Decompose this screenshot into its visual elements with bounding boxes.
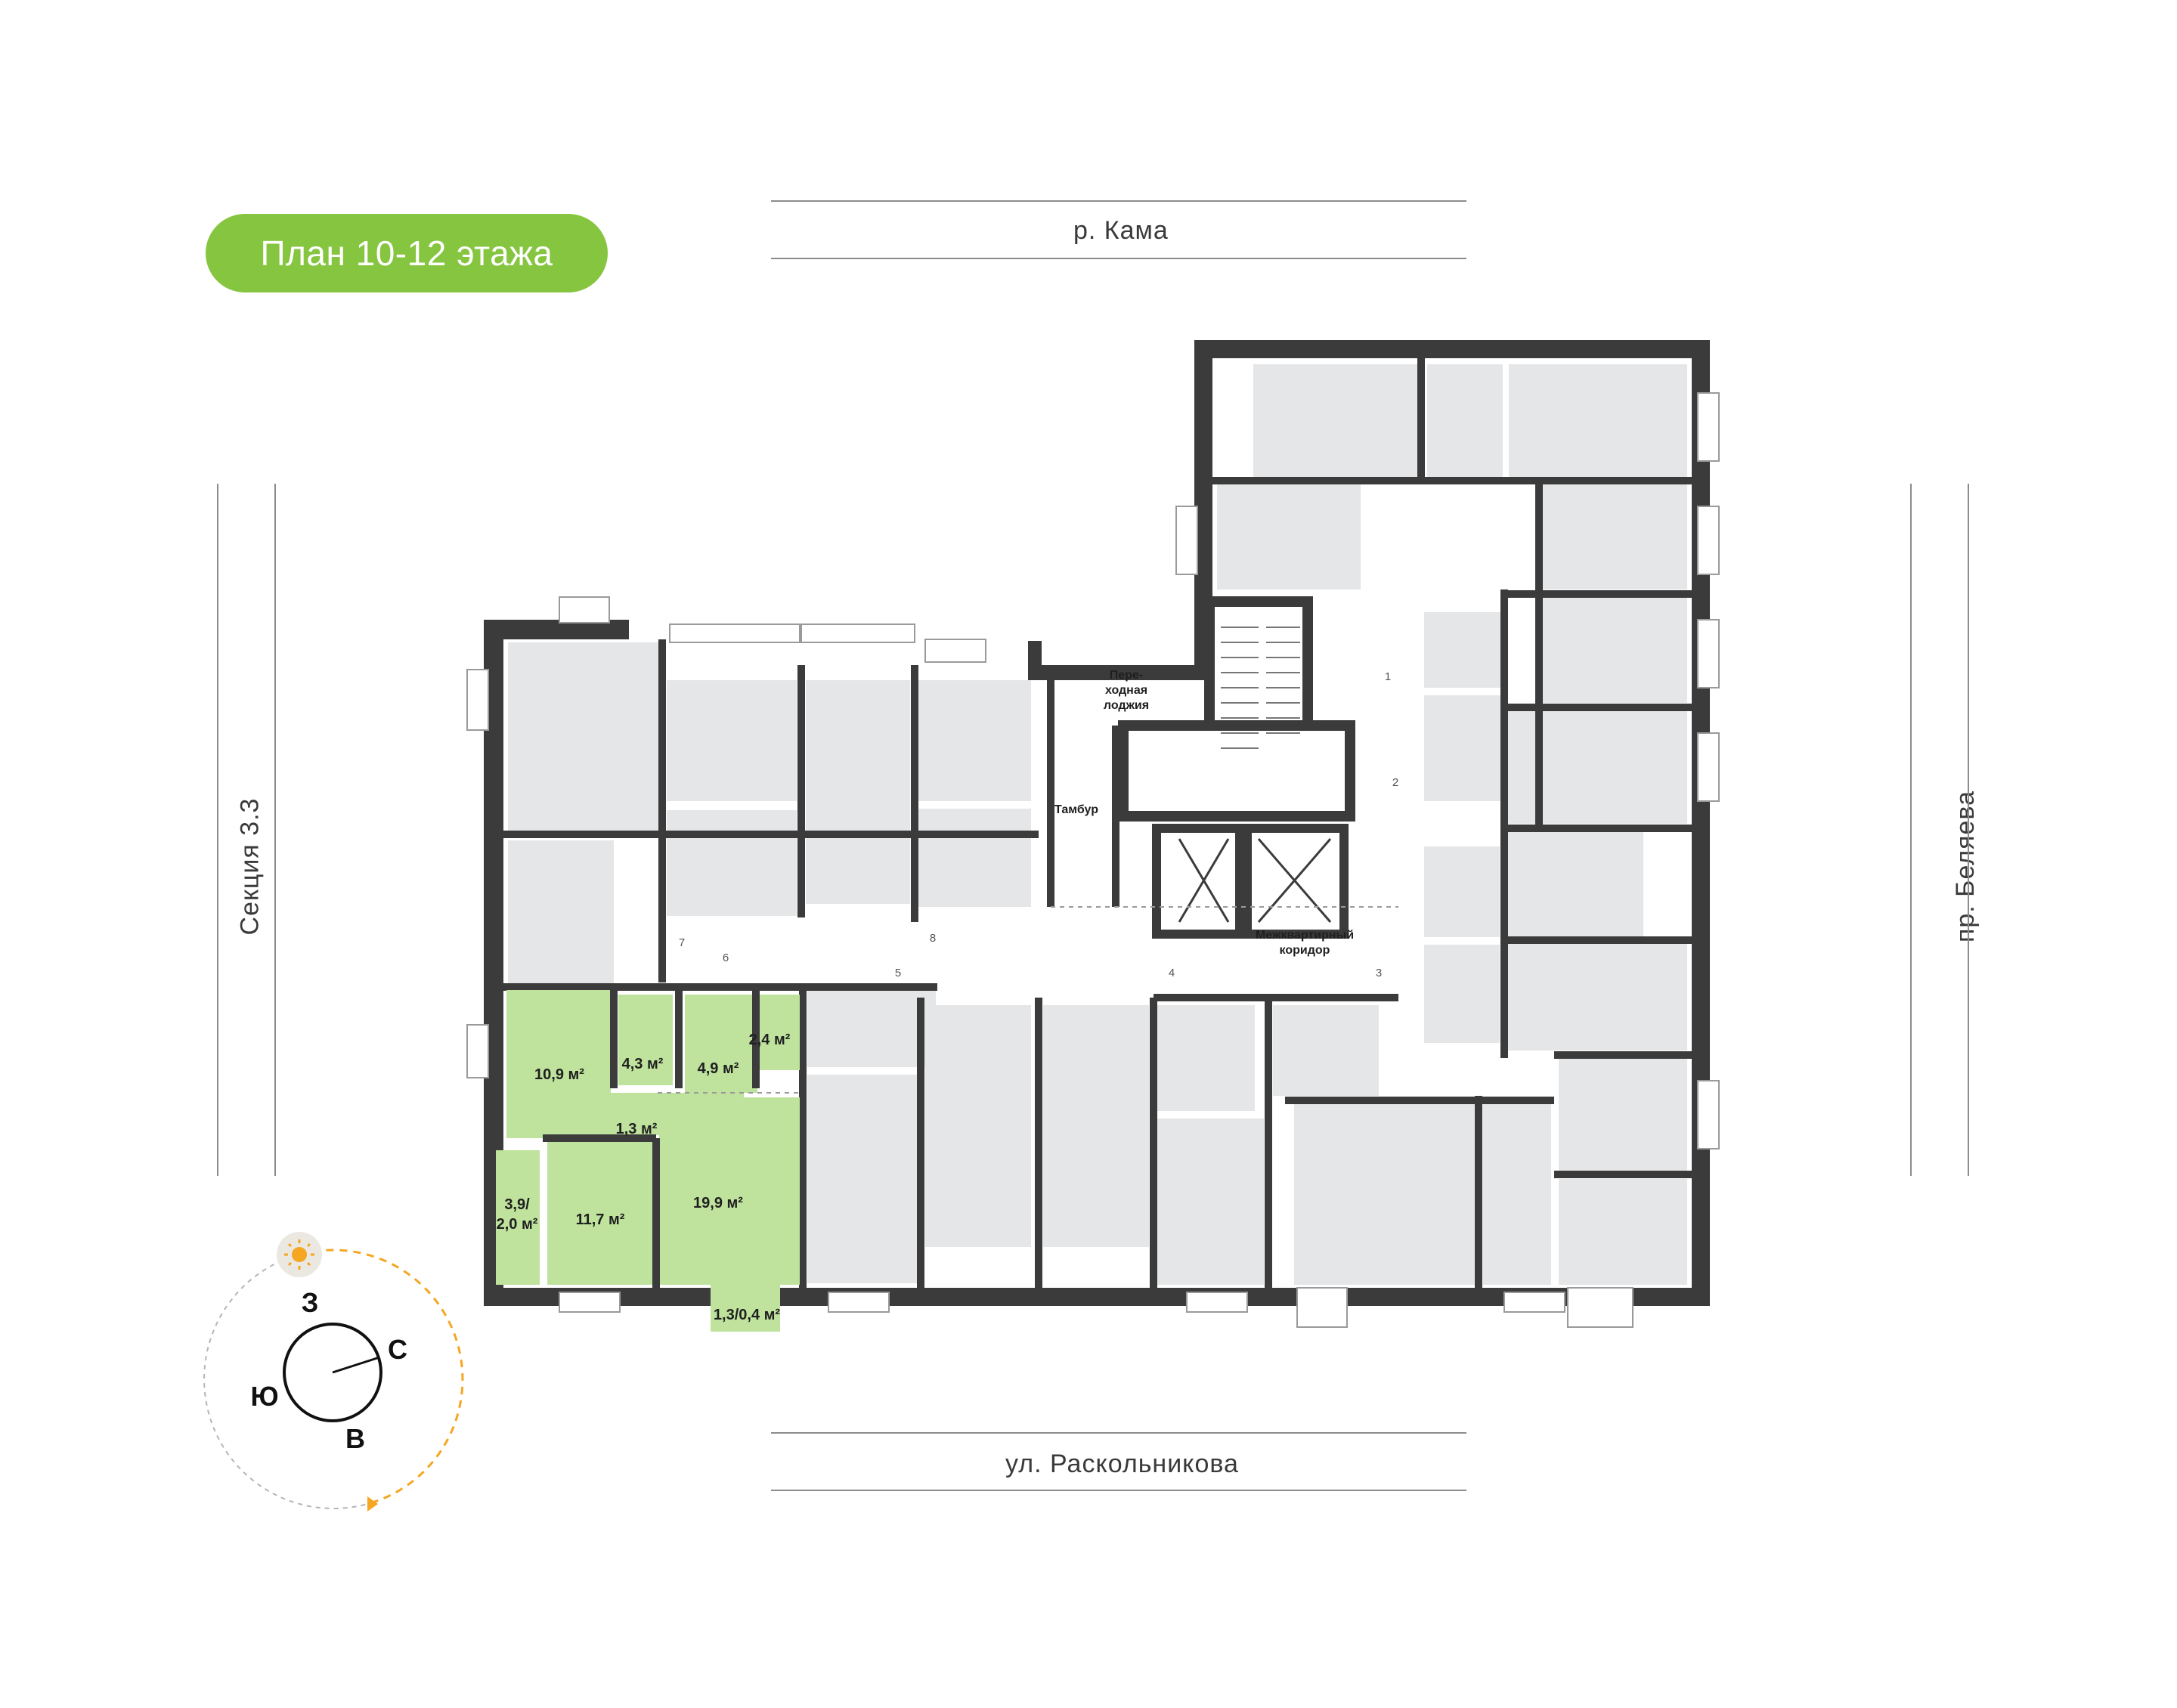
compass-north: С bbox=[388, 1334, 407, 1365]
area-balcony-left-1: 3,9/ bbox=[504, 1196, 530, 1213]
sun-path-arc bbox=[299, 1249, 464, 1505]
room-g[interactable] bbox=[659, 1097, 800, 1285]
door-number-1: 1 bbox=[1385, 670, 1391, 683]
shadow-path-arc bbox=[203, 1254, 368, 1510]
corridor-guides bbox=[658, 906, 1398, 1094]
partition-walls bbox=[503, 358, 1692, 1288]
room-c[interactable] bbox=[685, 995, 757, 1093]
label-perekhod-3: лоджия bbox=[1104, 699, 1149, 712]
label-tambur: Тамбур bbox=[1054, 803, 1098, 816]
room-d[interactable] bbox=[759, 995, 800, 1070]
compass-needle bbox=[332, 1356, 380, 1374]
building-core bbox=[1047, 596, 1355, 939]
sun-rays-icon bbox=[284, 1239, 314, 1270]
door-number-4: 4 bbox=[1169, 967, 1175, 979]
balcony-bottom[interactable] bbox=[711, 1285, 780, 1332]
floor-title-badge: План 10-12 этажа bbox=[206, 214, 608, 292]
area-room-b: 4,3 м² bbox=[622, 1056, 664, 1072]
area-room-d: 2,4 м² bbox=[749, 1032, 791, 1048]
compass-east: В bbox=[345, 1423, 365, 1454]
door-number-3: 3 bbox=[1376, 967, 1382, 979]
windows bbox=[466, 392, 1720, 1328]
balcony-left[interactable] bbox=[496, 1150, 540, 1285]
room-f[interactable] bbox=[547, 1141, 653, 1285]
area-balcony-left-2: 2,0 м² bbox=[497, 1216, 538, 1233]
room-a[interactable] bbox=[506, 990, 611, 1138]
area-room-g: 19,9 м² bbox=[693, 1195, 743, 1211]
street-guide-lines bbox=[217, 200, 1969, 1491]
highlighted-apartment[interactable] bbox=[496, 987, 800, 1332]
door-number-6: 6 bbox=[723, 951, 729, 964]
label-corridor-2: коридор bbox=[1280, 944, 1330, 957]
street-label-bottom: ул. Раскольникова bbox=[1005, 1450, 1239, 1478]
door-number-7: 7 bbox=[679, 936, 685, 949]
area-room-e: 1,3 м² bbox=[616, 1121, 658, 1137]
area-room-a: 10,9 м² bbox=[534, 1066, 584, 1083]
door-number-2: 2 bbox=[1392, 776, 1398, 789]
compass: З С Ю В bbox=[203, 1232, 464, 1512]
sun-icon bbox=[292, 1247, 307, 1262]
compass-west: З bbox=[302, 1287, 319, 1318]
area-balcony-bottom: 1,3/0,4 м² bbox=[714, 1307, 781, 1323]
area-labels: 10,9 м² 4,3 м² 4,9 м² 2,4 м² 1,3 м² 11,7… bbox=[497, 1032, 791, 1323]
compass-south: Ю bbox=[250, 1381, 278, 1412]
label-perekhod-2: ходная bbox=[1105, 684, 1147, 697]
label-perekhod-1: Пере- bbox=[1110, 669, 1143, 682]
door-number-5: 5 bbox=[895, 967, 901, 979]
area-room-f: 11,7 м² bbox=[576, 1211, 625, 1228]
label-corridor-1: Межквартирный bbox=[1256, 929, 1354, 942]
door-numbers: 1 2 3 4 5 6 7 8 bbox=[679, 670, 1398, 979]
door-number-8: 8 bbox=[930, 932, 936, 945]
room-b[interactable] bbox=[618, 995, 673, 1085]
area-room-c: 4,9 м² bbox=[698, 1060, 739, 1077]
arrow-icon bbox=[367, 1496, 378, 1512]
street-label-top: р. Кама bbox=[1073, 216, 1169, 245]
